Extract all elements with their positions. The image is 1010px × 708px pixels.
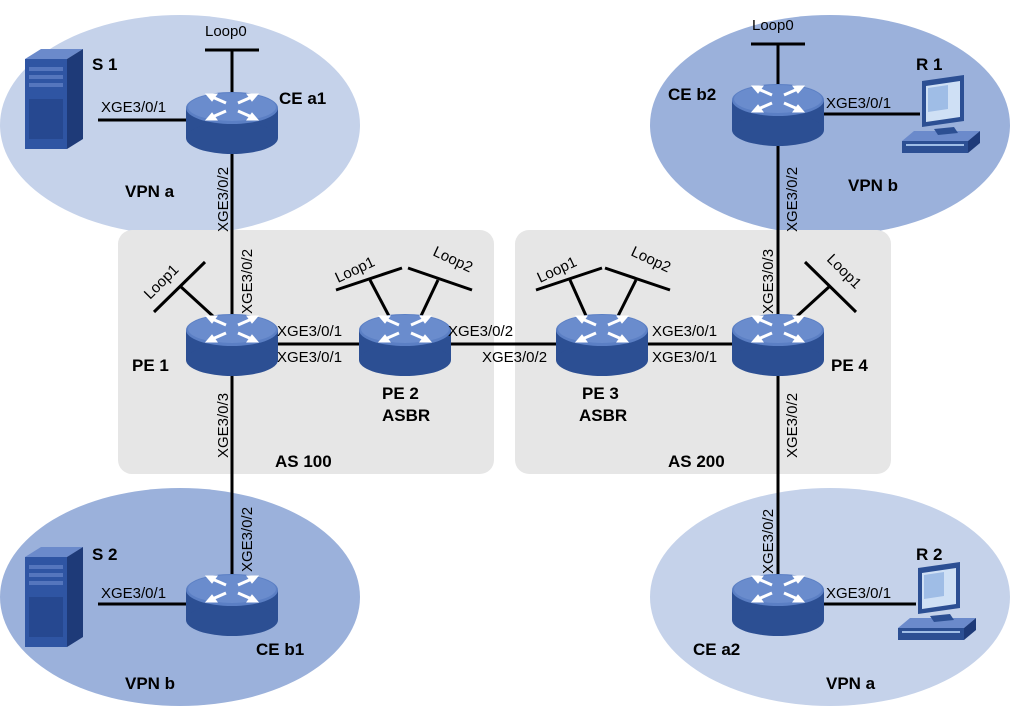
device-label-r1: R 1 xyxy=(916,55,942,74)
router-icon xyxy=(730,572,826,638)
vpn-a-site-bottom-right xyxy=(650,488,1010,706)
device-label-ceb2: CE b2 xyxy=(668,85,716,104)
device-label-ceb1: CE b1 xyxy=(256,640,304,659)
loopback-label-ceb2: Loop0 xyxy=(752,17,794,34)
device-label-pe4: PE 4 xyxy=(831,356,868,375)
interface-label-s2-ceb1: XGE3/0/1 xyxy=(101,585,166,602)
device-label-pe3: PE 3 xyxy=(582,384,619,403)
device-label-s2: S 2 xyxy=(92,545,118,564)
interface-label-pe3-left: XGE3/0/2 xyxy=(482,349,547,366)
loopback-label-cea1: Loop0 xyxy=(205,23,247,40)
router-icon xyxy=(730,312,826,378)
device-label-pe1: PE 1 xyxy=(132,356,169,375)
device-label-cea2: CE a2 xyxy=(693,640,740,659)
router-icon xyxy=(184,90,280,156)
interface-label-cea1-down: XGE3/0/2 xyxy=(215,167,232,232)
interface-label-pe1-down: XGE3/0/3 xyxy=(215,393,232,458)
vpn-label-bottom-right: VPN a xyxy=(826,674,876,693)
vpn-b-site-top-right xyxy=(650,15,1010,235)
interface-label-ceb2-r1: XGE3/0/1 xyxy=(826,95,891,112)
as200-label: AS 200 xyxy=(668,452,725,471)
interface-label-pe3-right: XGE3/0/1 xyxy=(652,323,717,340)
interface-label-ceb2-down: XGE3/0/2 xyxy=(784,167,801,232)
as100-label: AS 100 xyxy=(275,452,332,471)
vpn-label-bottom-left: VPN b xyxy=(125,674,175,693)
server-icon xyxy=(25,547,83,647)
device-label-pe2-role: ASBR xyxy=(382,406,430,425)
vpn-a-site-top-left xyxy=(0,15,360,235)
vpn-label-top-left: VPN a xyxy=(125,182,175,201)
interface-label-pe4-up: XGE3/0/3 xyxy=(760,249,777,314)
interface-label-cea2-up: XGE3/0/2 xyxy=(760,509,777,574)
device-label-s1: S 1 xyxy=(92,55,118,74)
router-icon xyxy=(730,82,826,148)
vpn-label-top-right: VPN b xyxy=(848,176,898,195)
router-icon xyxy=(184,572,280,638)
device-label-pe3-role: ASBR xyxy=(579,406,627,425)
vpn-b-site-bottom-left xyxy=(0,488,360,706)
router-icon xyxy=(357,312,453,378)
interface-label-pe2-left: XGE3/0/1 xyxy=(277,349,342,366)
interface-label-pe2-right: XGE3/0/2 xyxy=(448,323,513,340)
interface-label-pe4-down: XGE3/0/2 xyxy=(784,393,801,458)
device-label-cea1: CE a1 xyxy=(279,89,326,108)
loopback-stubs xyxy=(152,42,858,320)
interface-label-pe1-up: XGE3/0/2 xyxy=(239,249,256,314)
router-icon xyxy=(184,312,280,378)
device-label-pe2: PE 2 xyxy=(382,384,419,403)
interface-label-s1-cea1: XGE3/0/1 xyxy=(101,99,166,116)
interface-label-ceb1-up: XGE3/0/2 xyxy=(239,507,256,572)
server-icon xyxy=(25,49,83,149)
as200-area xyxy=(515,230,891,474)
device-label-r2: R 2 xyxy=(916,545,942,564)
interface-label-cea2-r2: XGE3/0/1 xyxy=(826,585,891,602)
interface-label-pe4-left: XGE3/0/1 xyxy=(652,349,717,366)
router-icon xyxy=(554,312,650,378)
interface-label-pe1-right: XGE3/0/1 xyxy=(277,323,342,340)
as100-area xyxy=(118,230,494,474)
